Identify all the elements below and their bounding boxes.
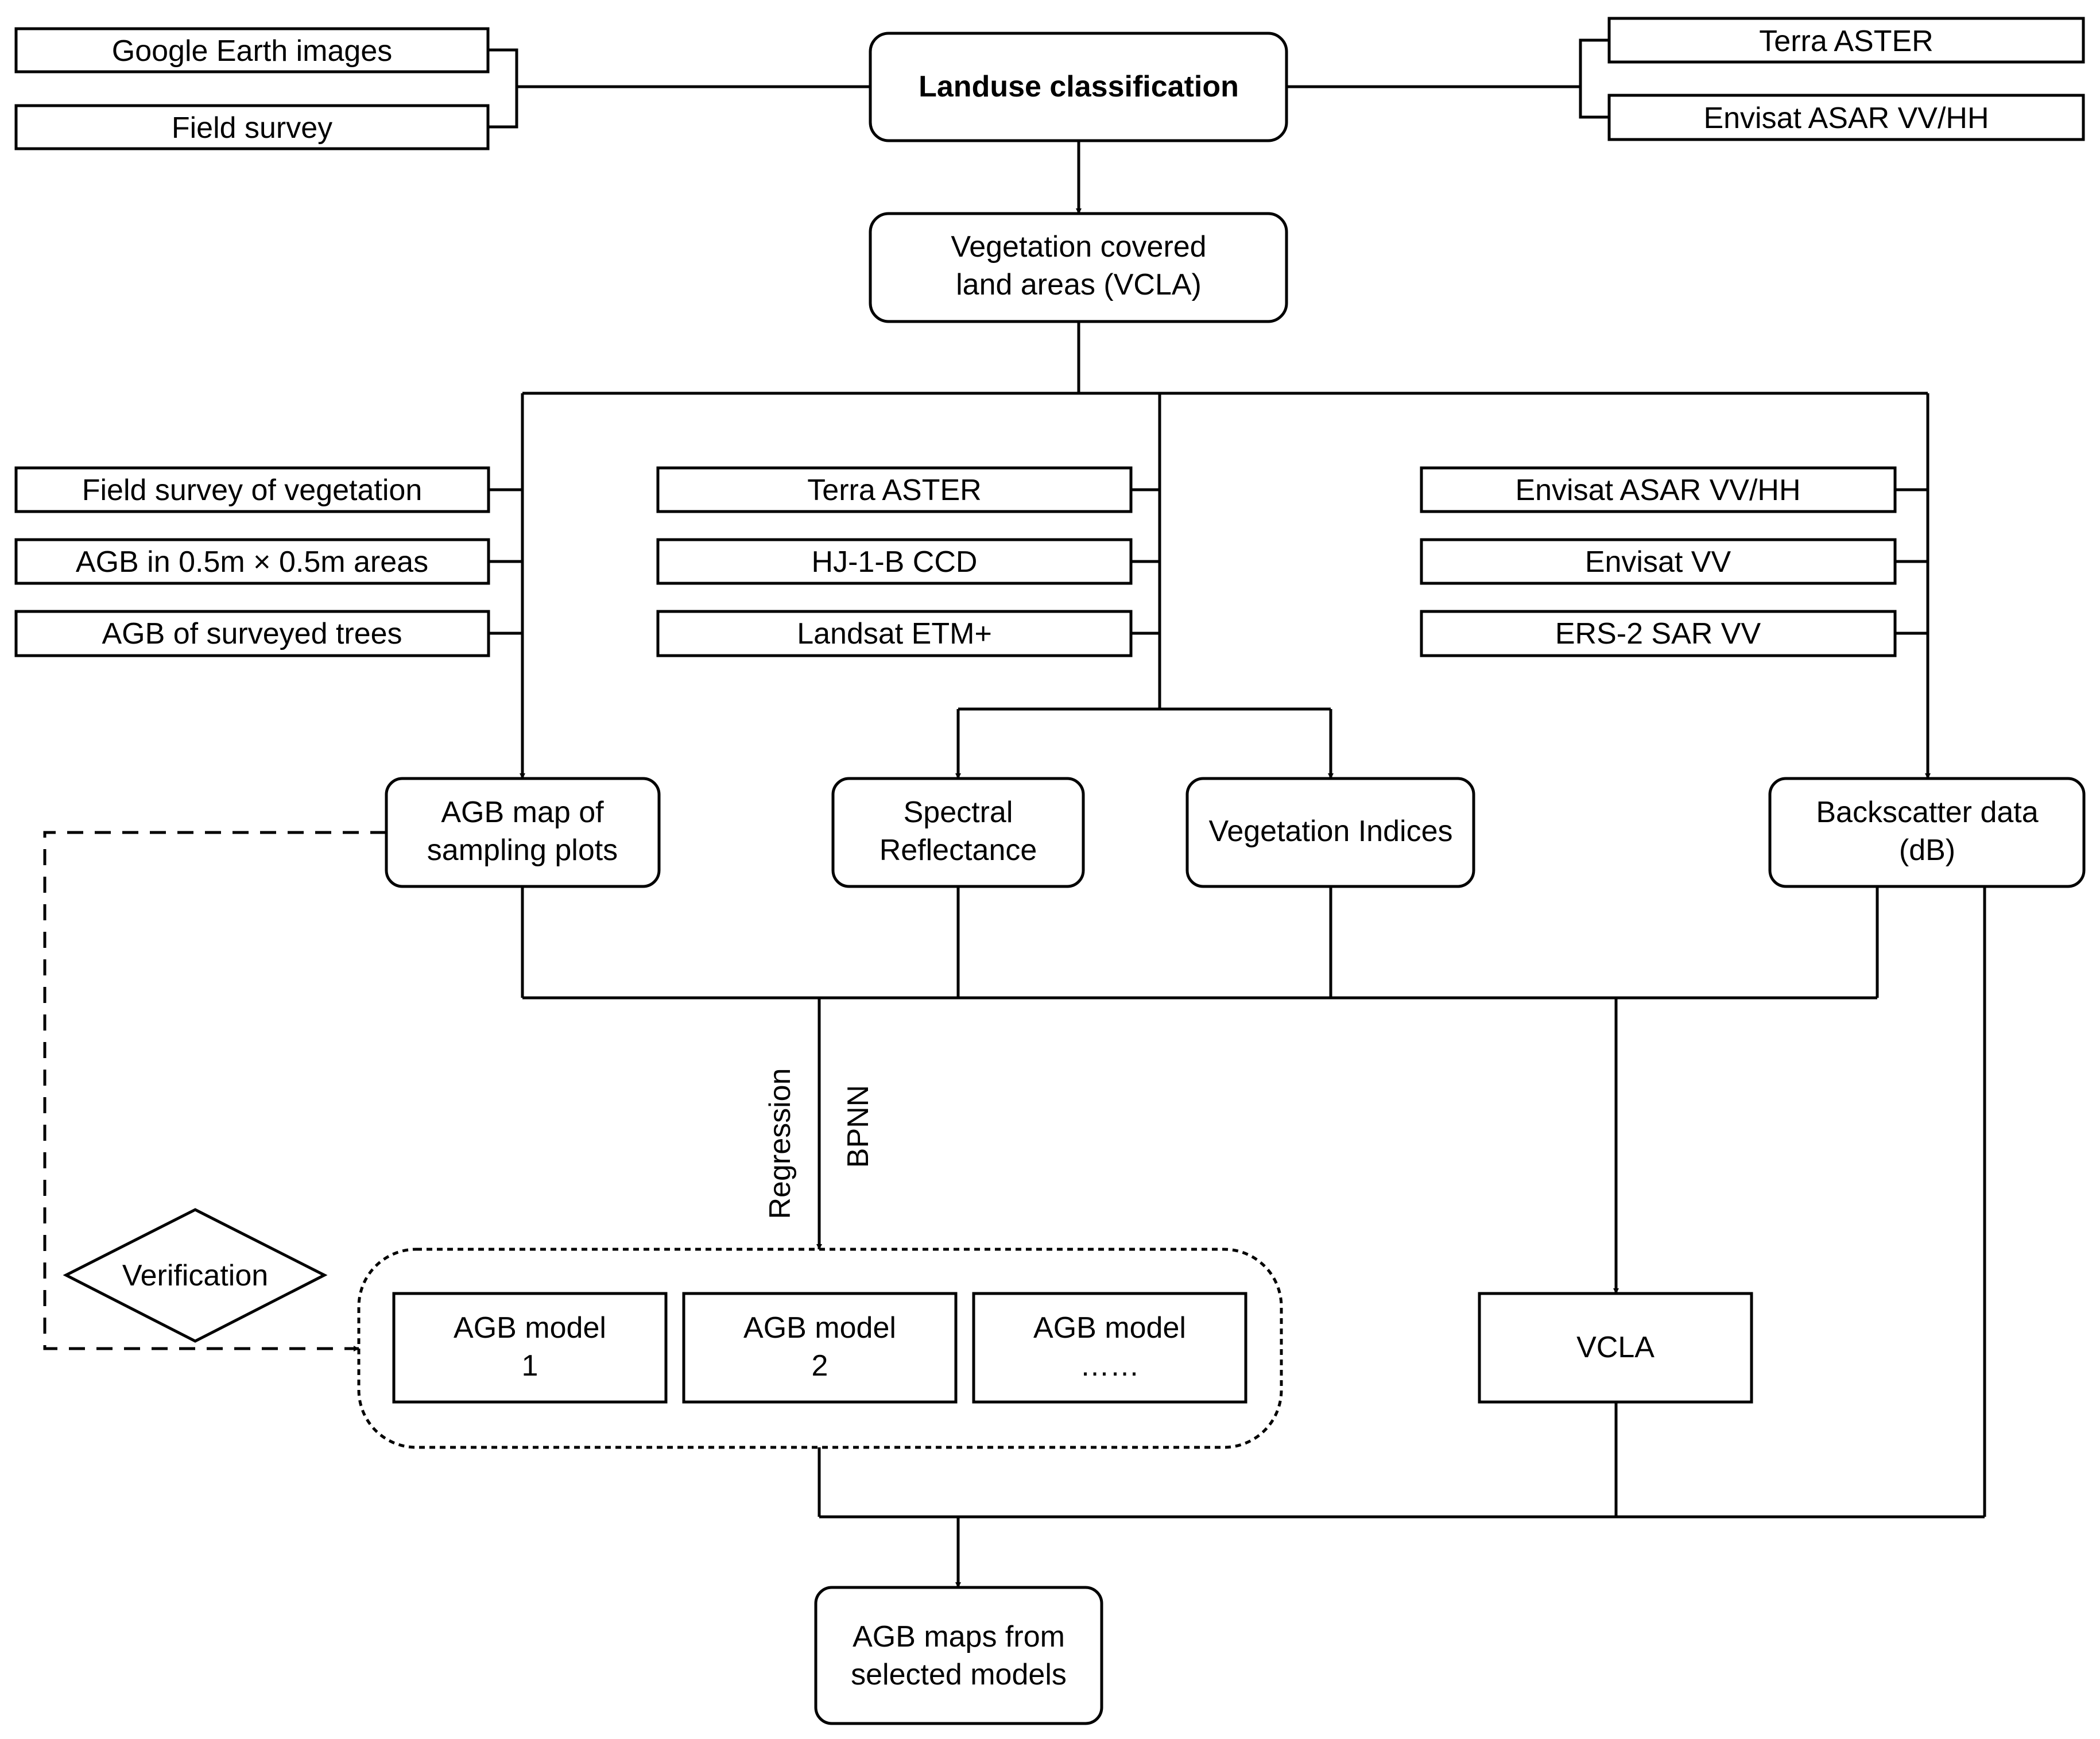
agb-map-label-2: sampling plots: [427, 834, 618, 867]
backscatter-label-2: (dB): [1899, 834, 1955, 867]
envisat-asar-label: Envisat ASAR VV/HH: [1515, 474, 1800, 507]
google-earth-label: Google Earth images: [112, 34, 393, 68]
connector-right-bracket: [1579, 38, 1609, 119]
ers2-label: ERS-2 SAR VV: [1555, 617, 1761, 650]
field-veg-label: Field survey of vegetation: [82, 474, 423, 507]
regression-label: Regression: [764, 1068, 797, 1219]
agb-map-box: [385, 777, 661, 888]
hj1b-label: HJ-1-B CCD: [812, 545, 978, 579]
output-label-2: selected models: [851, 1658, 1067, 1691]
backscatter-label-1: Backscatter data: [1816, 796, 2038, 829]
backscatter-box: [1768, 777, 2086, 888]
output-label-1: AGB maps from: [853, 1620, 1065, 1653]
terra-aster-label: Terra ASTER: [807, 474, 981, 507]
spectral-label-2: Reflectance: [879, 834, 1037, 867]
verification-diamond: [63, 1208, 328, 1343]
agb-model-1-box: [392, 1292, 668, 1404]
agb-model-3-num: ……: [1080, 1349, 1140, 1382]
agb-model-1-num: 1: [522, 1349, 538, 1382]
envisat-asar-top-label: Envisat ASAR VV/HH: [1703, 102, 1989, 135]
vcla-main-label-2: land areas (VCLA): [956, 268, 1202, 301]
envisat-vv-label: Envisat VV: [1585, 545, 1731, 579]
agb-map-label-1: AGB map of: [441, 796, 604, 829]
agb-model-2-label: AGB model: [743, 1311, 896, 1345]
bpnn-label: BPNN: [842, 1085, 875, 1168]
spectral-label-1: Spectral: [904, 796, 1013, 829]
field-survey-label: Field survey: [172, 111, 332, 145]
agb-model-1-label: AGB model: [454, 1311, 606, 1345]
terra-aster-top-label: Terra ASTER: [1759, 25, 1933, 58]
agb-model-2-num: 2: [812, 1349, 828, 1382]
verification-dashed-path: [43, 831, 386, 1351]
veg-indices-label: Vegetation Indices: [1209, 815, 1453, 848]
agb-model-2-box: [682, 1292, 958, 1404]
agb-trees-label: AGB of surveyed trees: [102, 617, 402, 650]
agb-model-3-box: [972, 1292, 1247, 1404]
verification-label: Verification: [122, 1259, 268, 1292]
output-box: [814, 1586, 1103, 1725]
model-group: [357, 1248, 1283, 1449]
landsat-label: Landsat ETM+: [797, 617, 992, 650]
connector-left-bracket: [488, 48, 518, 129]
agb-plots-label: AGB in 0.5m × 0.5m areas: [76, 545, 428, 579]
spectral-box: [831, 777, 1085, 888]
vcla-main-label-1: Vegetation covered: [951, 230, 1206, 264]
landuse-label: Landuse classification: [919, 70, 1239, 103]
agb-model-3-label: AGB model: [1033, 1311, 1186, 1345]
vcla-label: VCLA: [1576, 1331, 1655, 1364]
